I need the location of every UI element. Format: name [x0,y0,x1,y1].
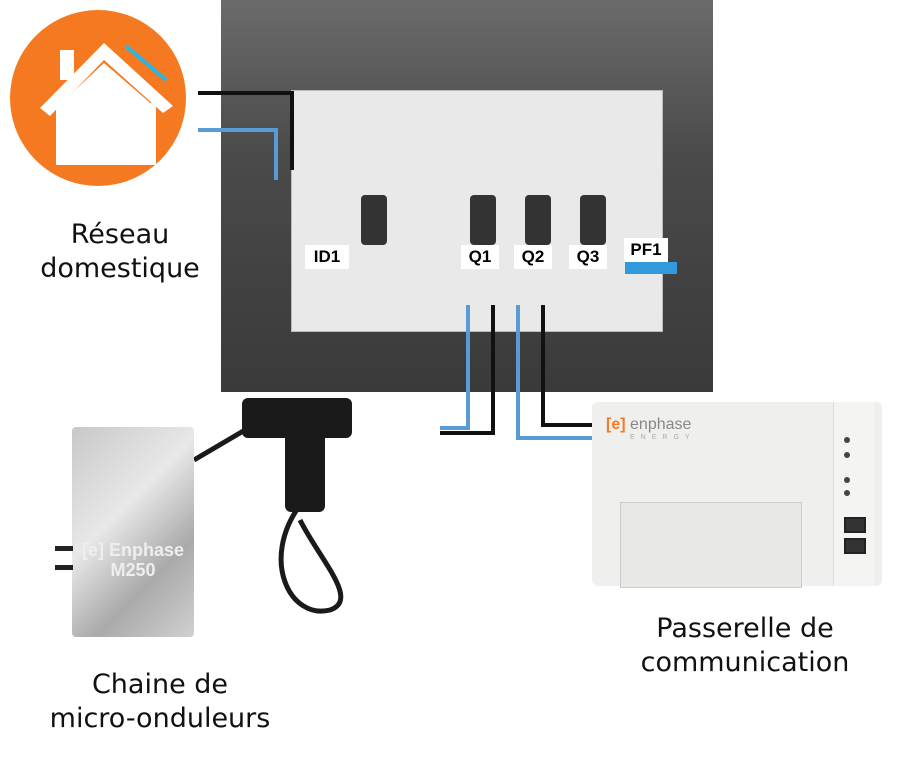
gateway-label: Passerelle de communication [640,613,850,678]
status-led-power [844,477,850,483]
microinverter-label: Chaine de micro-onduleurs [49,669,271,734]
home-network-label: Réseau domestique [40,219,200,284]
surge-protector-stripe [625,262,677,274]
house-icon [10,10,186,186]
dc-cable-stub [55,546,73,551]
t-connector [242,398,352,438]
gateway-status-panel [833,402,874,586]
usb-port [844,517,866,533]
microinverter: [e] Enphase M250 [72,427,194,637]
usb-port [844,538,866,554]
breaker-toggle-q1 [470,195,496,245]
breaker-label-q3: Q3 [569,245,607,269]
breaker-toggle-q3 [580,195,606,245]
dc-cable-stub [55,565,73,570]
breaker-label-id1: ID1 [305,245,349,269]
breaker-label-q2: Q2 [514,245,552,269]
status-led-device [844,452,850,458]
t-connector-stem [285,432,325,512]
gateway-flap [620,502,802,588]
electrical-panel: ID1 Q1 Q2 Q3 PF1 [221,0,713,392]
breaker-toggle-id1 [361,195,387,245]
communication-gateway: [e] enphase ENERGY [592,402,882,588]
breaker-label-pf1: PF1 [624,238,668,262]
breaker-label-q1: Q1 [461,245,499,269]
breaker-toggle-q2 [525,195,551,245]
status-led-transfer [844,490,850,496]
status-led-cloud [844,437,850,443]
